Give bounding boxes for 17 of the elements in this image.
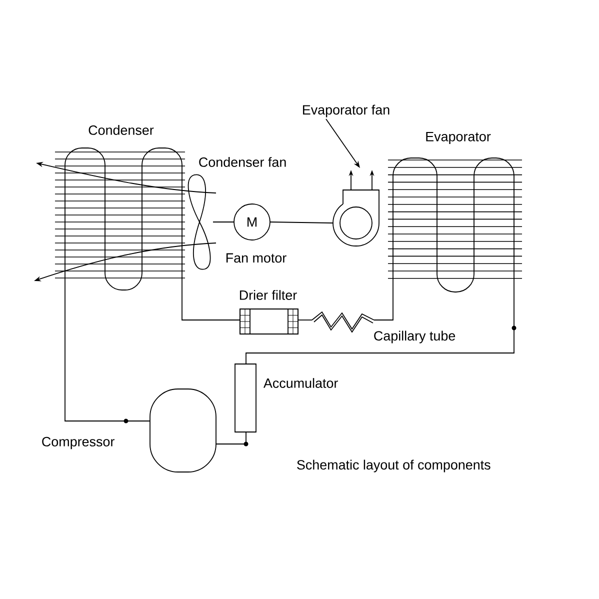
component-label: Accumulator xyxy=(263,378,338,388)
fan-propeller xyxy=(188,174,211,270)
component-label: Condenser fan xyxy=(199,157,286,167)
caption: Schematic layout of components xyxy=(297,460,490,472)
component-label: Condenser xyxy=(88,125,154,135)
component-label: Evaporator fan xyxy=(303,104,390,118)
pipe-line xyxy=(270,222,334,224)
component-label: Compressor xyxy=(42,436,114,450)
pipe-line xyxy=(182,290,240,320)
pipe-line xyxy=(64,290,150,424)
component-label: Capillary tube xyxy=(374,330,456,344)
pipe-line xyxy=(246,292,516,364)
pipe-line xyxy=(216,432,248,446)
component-label: Evaporator xyxy=(426,132,491,144)
component-label: Drier filter xyxy=(240,290,297,300)
component-label: Fan motor xyxy=(226,253,286,263)
pipe-line xyxy=(374,292,394,320)
